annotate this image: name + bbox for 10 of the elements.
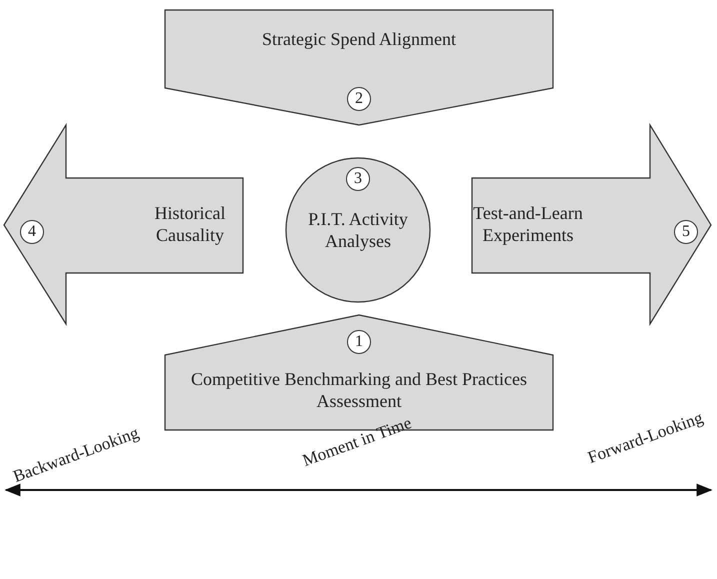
left-arrow <box>4 125 244 325</box>
node-label: Strategic Spend Alignment <box>261 28 457 50</box>
right-arrow <box>472 125 712 325</box>
node-label: Competitive Benchmarking and Best Practices Assessment <box>190 368 528 412</box>
node-label: P.I.T. Activity Analyses <box>308 208 408 252</box>
pentagon-arrow <box>165 10 553 126</box>
node-label: Historical Causality <box>154 202 226 246</box>
node-label: Test-and-Learn Experiments <box>472 202 584 246</box>
analysis-circle <box>285 157 431 303</box>
axis-label: Moment in Time <box>300 413 414 471</box>
